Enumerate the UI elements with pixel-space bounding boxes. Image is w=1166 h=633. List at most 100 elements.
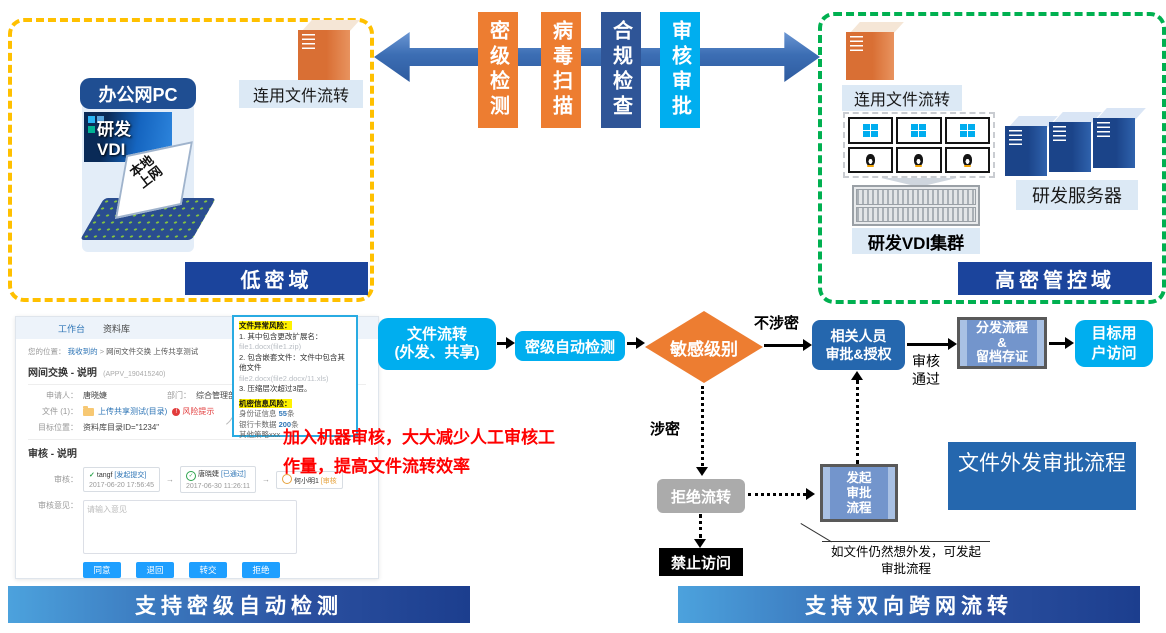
flowchart-title-box: 文件外发审批流程 <box>948 442 1136 510</box>
risk-item-file: file1.docx(file1.zip) <box>239 342 302 351</box>
linux-penguin-icon <box>914 153 924 168</box>
file-row: 文件 (1)： 上传共享测试(目录) ! 风险提示 <box>28 405 366 417</box>
transfer-label-right: 连用文件流转 <box>842 85 962 111</box>
approval-step: ✓tangf [发起提交] 2017-06-20 17:56:45 <box>83 467 160 492</box>
dept-value: 综合管理部 <box>196 391 236 400</box>
tab-workbench[interactable]: 工作台 <box>58 323 86 334</box>
linux-vdi-monitor <box>896 146 942 173</box>
windows-vdi-monitor <box>896 117 942 144</box>
flow-node-file-transfer: 文件流转 (外发、共享) <box>378 318 496 370</box>
breadcrumb-separator: > <box>99 347 105 356</box>
high-security-domain-box <box>818 12 1166 304</box>
check-banner-secret-level: 密级检测 <box>478 12 518 128</box>
breadcrumb: 您的位置： 我收到的 > 网间文件交换 上传共享测试 <box>28 346 366 357</box>
return-button[interactable]: 退回 <box>136 562 174 578</box>
resubmit-note: 如文件仍然想外发，可发起 审批流程 <box>830 545 981 576</box>
secret-line: 身份证信息 55条 <box>239 409 295 418</box>
agree-button[interactable]: 同意 <box>83 562 121 578</box>
risk-alert-icon: ! <box>172 407 181 416</box>
flow-node-staff-approval: 相关人员 审批&授权 <box>812 320 905 370</box>
breadcrumb-current: 网间文件交换 上传共享测试 <box>106 347 199 356</box>
file-risk-title: 文件异常风险： <box>239 321 292 330</box>
linux-vdi-monitor <box>944 146 990 173</box>
exchange-section-title: 网间交换 - 说明 (APPV_190415240) <box>28 364 366 385</box>
exchange-code: (APPV_190415240) <box>103 371 166 378</box>
flow-node-distribute-archive: 分发流程 & 留档存证 <box>957 317 1047 369</box>
file-name-link[interactable]: 上传共享测试(目录) <box>98 407 168 416</box>
risk-item-file: file2.docx(file2.docx/11.xls) <box>239 373 329 383</box>
approved-icon: ✓ <box>186 471 196 481</box>
windows-vdi-monitor <box>848 117 894 144</box>
risk-item: 1. 其中包含更改扩展名： <box>239 331 323 341</box>
check-icon: ✓ <box>89 472 95 479</box>
target-value: 资料库目录ID="1234" <box>83 423 160 432</box>
chain-arrow: → <box>261 475 270 484</box>
flow-arrow <box>497 337 515 349</box>
label-review-passed: 审核 通过 <box>912 353 940 388</box>
exchange-title: 网间交换 - 说明 <box>28 368 97 379</box>
transfer-label-left: 连用文件流转 <box>239 80 363 108</box>
chain-arrow: → <box>166 475 174 484</box>
flow-arrow <box>627 337 645 349</box>
applicant-row: 申请人： 唐晓婕 部门： 综合管理部 <box>28 390 366 401</box>
approval-step: 何小明1 [审核 <box>275 470 343 489</box>
flow-arrow <box>907 338 957 350</box>
file-exchange-screenshot: 工作台 资料库 您的位置： 我收到的 > 网间文件交换 上传共享测试 网间交换 … <box>15 316 379 579</box>
flow-decision-sensitivity: 敏感级别 <box>645 311 763 383</box>
comment-row: 审核意见： <box>28 500 366 554</box>
forward-button[interactable]: 转交 <box>189 562 227 578</box>
linux-vdi-monitor <box>848 146 894 173</box>
risk-warning-link[interactable]: 风险提示 <box>182 407 215 416</box>
risk-item: 3. 压缩层次超过3层。 <box>239 384 312 393</box>
dev-server-icon <box>1049 112 1102 172</box>
comment-label: 审核意见： <box>38 501 78 510</box>
flow-arrow <box>1049 337 1074 349</box>
divider <box>28 439 366 440</box>
transfer-server-icon <box>846 22 905 80</box>
secret-line: 其他策略xxx <box>239 430 281 439</box>
dotted-connector <box>748 493 806 496</box>
label-not-classified: 不涉密 <box>754 315 800 332</box>
applicant-label: 申请人： <box>46 391 78 400</box>
secret-risk-title: 机密信息风险： <box>239 398 292 408</box>
step-timestamp: 2017-06-30 11:26:11 <box>186 483 250 490</box>
label-classified: 涉密 <box>650 421 681 438</box>
comment-textarea[interactable] <box>83 500 297 554</box>
pending-clock-icon <box>281 473 292 484</box>
arrowhead <box>696 467 708 476</box>
secret-line: 银行卡数据 200条 <box>239 419 299 429</box>
applicant-value: 唐晓婕 <box>83 391 107 400</box>
step-timestamp: 2017-06-20 17:56:45 <box>89 482 154 489</box>
dotted-connector <box>699 514 702 538</box>
dotted-connector <box>701 386 704 466</box>
flow-node-initiate-approval: 发起 审批 流程 <box>820 464 898 522</box>
footer-banner-cross-network: 支持双向跨网流转 <box>678 586 1140 623</box>
review-section-title: 审核 - 说明 <box>28 449 77 460</box>
windows-vdi-monitor <box>944 117 990 144</box>
funnel-connector <box>881 178 957 187</box>
vdi-rack-server-icon <box>852 185 980 226</box>
arrowhead <box>806 488 815 500</box>
action-buttons: 同意 退回 转交 拒绝 <box>83 562 378 578</box>
machine-review-annotation: 加入机器审核，大大减少人工审核工作量，提高文件流转效率 <box>283 428 555 476</box>
target-row: 目标位置： 资料库目录ID="1234" <box>28 422 366 433</box>
note-overline <box>822 541 990 542</box>
dev-server-icon <box>1093 108 1146 168</box>
file-label: 文件 (1)： <box>42 407 78 416</box>
breadcrumb-link[interactable]: 我收到的 <box>67 347 98 356</box>
check-banner-compliance: 合规检查 <box>601 12 641 128</box>
dotted-connector <box>856 380 859 464</box>
dept-label: 部门： <box>167 391 191 400</box>
folder-icon <box>83 405 94 416</box>
flow-node-reject-transfer: 拒绝流转 <box>657 479 745 513</box>
office-pc-label: 办公网PC <box>80 78 196 109</box>
note-leader-line <box>800 523 832 543</box>
tab-library[interactable]: 资料库 <box>103 323 131 334</box>
target-label: 目标位置： <box>38 423 78 432</box>
reject-button[interactable]: 拒绝 <box>242 562 280 578</box>
dev-server-icon <box>1005 116 1058 176</box>
approval-step: ✓唐晓婕 [已通过] 2017-06-30 11:26:11 <box>180 466 256 493</box>
review-label: 审核： <box>54 475 78 484</box>
low-domain-banner: 低密域 <box>185 262 368 295</box>
